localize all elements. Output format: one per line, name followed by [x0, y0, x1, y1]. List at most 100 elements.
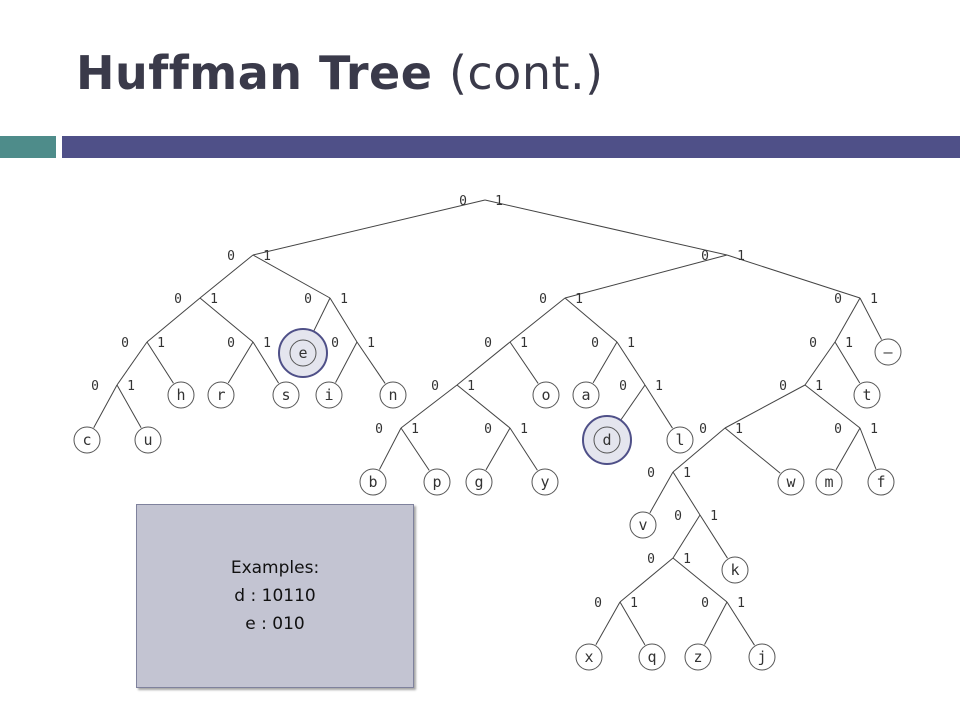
- leaf-node-z: z: [684, 643, 712, 671]
- edge-label-0: 0: [227, 249, 235, 264]
- svg-text:v: v: [638, 516, 647, 534]
- edge-label-0: 0: [674, 509, 682, 524]
- edge-label-1: 1: [735, 422, 743, 437]
- tree-edge: [592, 341, 618, 384]
- edge-label-0: 0: [619, 379, 627, 394]
- tree-edge: [644, 384, 673, 429]
- leaf-node-a: a: [572, 381, 600, 409]
- leaf-node-q: q: [638, 643, 666, 671]
- leaf-node-w: w: [777, 468, 805, 496]
- leaf-node-h: h: [167, 381, 195, 409]
- svg-text:u: u: [143, 431, 152, 449]
- edge-label-1: 1: [520, 336, 528, 351]
- edge-label-1: 1: [263, 249, 271, 264]
- examples-box: Examples: d : 10110 e : 010: [136, 504, 414, 688]
- edge-label-1: 1: [655, 379, 663, 394]
- tree-edge: [672, 514, 701, 559]
- edge-label-0: 0: [809, 336, 817, 351]
- tree-edge: [859, 427, 877, 470]
- svg-text:b: b: [368, 473, 377, 491]
- tree-edge: [116, 384, 142, 429]
- edge-label-0: 0: [227, 336, 235, 351]
- edge-label-1: 1: [815, 379, 823, 394]
- edge-label-1: 1: [627, 336, 635, 351]
- tree-edge: [400, 427, 430, 471]
- edge-label-0: 0: [594, 596, 602, 611]
- tree-edge: [400, 384, 458, 429]
- edge-label-1: 1: [737, 249, 745, 264]
- tree-edge: [595, 601, 621, 646]
- edge-label-0: 0: [647, 466, 655, 481]
- leaf-node-p: p: [423, 468, 451, 496]
- svg-text:d: d: [602, 431, 611, 449]
- tree-edge: [252, 341, 280, 384]
- tree-edge: [199, 254, 254, 299]
- svg-text:t: t: [862, 386, 871, 404]
- leaf-node-n: n: [379, 381, 407, 409]
- tree-edge: [456, 341, 511, 386]
- tree-edge: [356, 341, 386, 384]
- svg-text:s: s: [281, 386, 290, 404]
- edge-label-1: 1: [683, 552, 691, 567]
- leaf-node-r: r: [207, 381, 235, 409]
- edge-label-1: 1: [127, 379, 135, 394]
- tree-edge: [649, 471, 674, 514]
- svg-text:r: r: [216, 386, 225, 404]
- examples-heading: Examples:: [230, 558, 320, 578]
- leaf-node-m: m: [815, 468, 843, 496]
- edge-label-1: 1: [367, 336, 375, 351]
- tree-edge: [804, 384, 861, 429]
- tree-edge: [484, 199, 728, 256]
- svg-text:e: e: [298, 344, 307, 362]
- tree-edge: [726, 254, 861, 299]
- edge-label-1: 1: [467, 379, 475, 394]
- edge-label-1: 1: [845, 336, 853, 351]
- svg-text:l: l: [675, 431, 684, 449]
- tree-edge: [704, 601, 728, 645]
- tree-edge: [859, 297, 882, 340]
- svg-text:k: k: [730, 561, 739, 579]
- svg-text:h: h: [176, 386, 185, 404]
- svg-text:w: w: [786, 473, 796, 491]
- edge-label-1: 1: [210, 292, 218, 307]
- tree-edge: [252, 199, 486, 256]
- edge-label-1: 1: [575, 292, 583, 307]
- tree-edge: [116, 341, 148, 386]
- leaf-node-j: j: [748, 643, 776, 671]
- svg-text:f: f: [876, 473, 885, 491]
- svg-text:j: j: [757, 648, 766, 666]
- leaf-node-e: e: [278, 328, 328, 378]
- leaf-node-k: k: [721, 556, 749, 584]
- tree-edge: [252, 254, 331, 299]
- edge-label-1: 1: [411, 422, 419, 437]
- edge-label-0: 0: [539, 292, 547, 307]
- tree-edge: [329, 297, 358, 343]
- edge-label-0: 0: [459, 194, 467, 209]
- edge-label-1: 1: [495, 194, 503, 209]
- edge-label-0: 0: [484, 422, 492, 437]
- edge-label-1: 1: [870, 422, 878, 437]
- tree-edge: [672, 557, 728, 603]
- edge-label-0: 0: [701, 596, 709, 611]
- edge-label-1: 1: [870, 292, 878, 307]
- svg-text:—: —: [883, 343, 893, 361]
- leaf-node-c: c: [73, 426, 101, 454]
- svg-text:x: x: [584, 648, 593, 666]
- edge-label-0: 0: [834, 292, 842, 307]
- leaf-node-y: y: [531, 468, 559, 496]
- svg-text:y: y: [540, 473, 549, 491]
- tree-edge: [509, 341, 539, 384]
- edge-label-0: 0: [647, 552, 655, 567]
- edge-label-0: 0: [699, 422, 707, 437]
- edge-label-1: 1: [157, 336, 165, 351]
- accent-bar-indigo: [62, 136, 960, 158]
- leaf-node-f: f: [867, 468, 895, 496]
- tree-edge: [509, 297, 566, 343]
- edge-label-0: 0: [331, 336, 339, 351]
- example-code-e: e : 010: [245, 614, 305, 634]
- tree-edge: [619, 557, 674, 603]
- tree-edge: [804, 341, 836, 386]
